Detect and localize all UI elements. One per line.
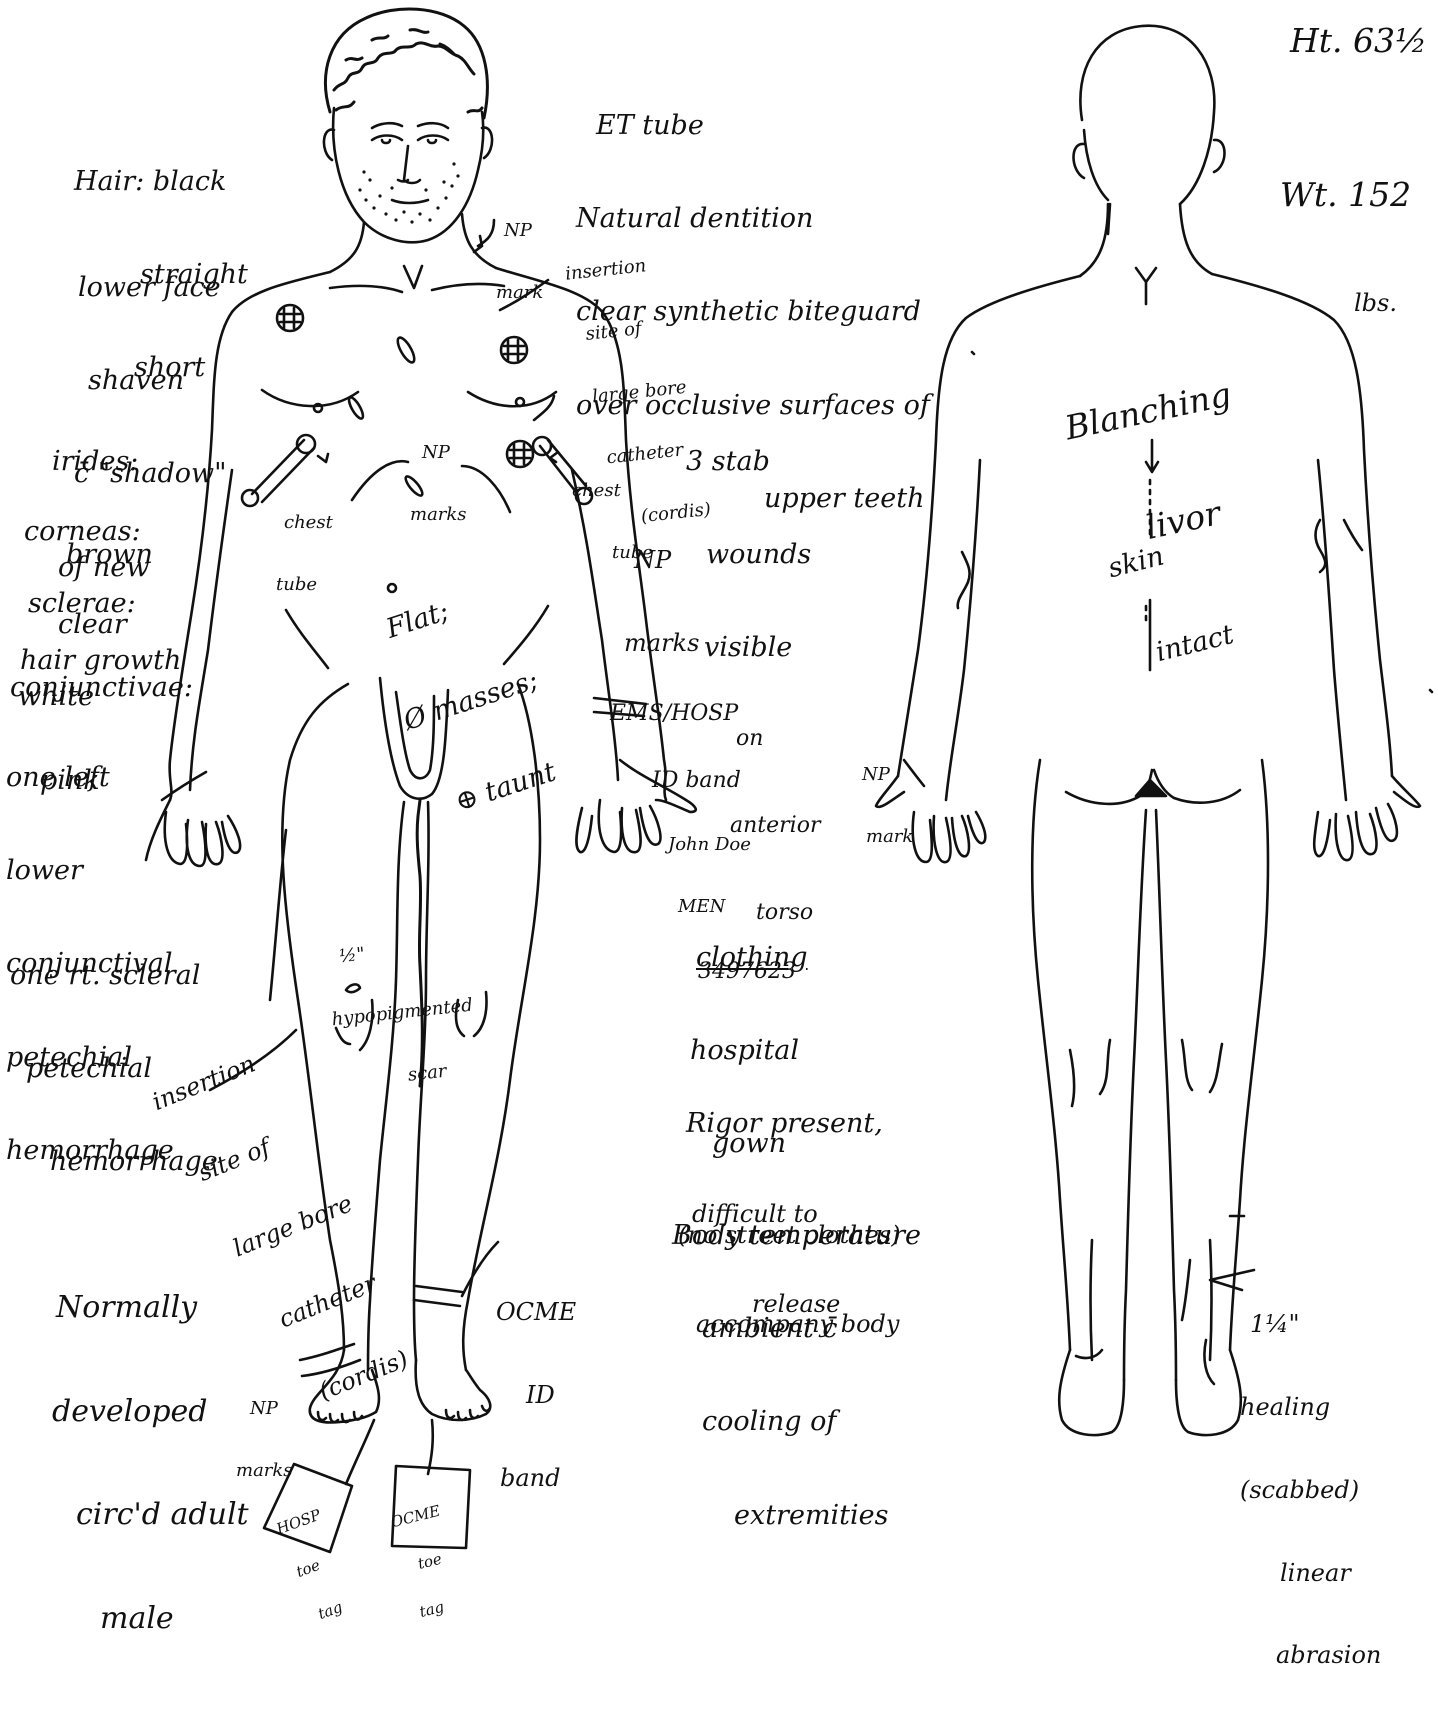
back-left-foot <box>1059 1350 1124 1435</box>
ocme-band-line-2: ID <box>526 1382 576 1410</box>
abrasion-line-3: (scabbed) <box>1240 1477 1381 1505</box>
front-face <box>333 108 483 242</box>
front-clavicles <box>330 266 504 292</box>
clothing-heading: clothing <box>696 942 901 973</box>
back-right-leg-inner <box>1156 810 1176 1380</box>
np-marks-foot-line-2: marks <box>236 1461 293 1482</box>
ocme-tag-line-3: tag <box>418 1595 465 1621</box>
autopsy-body-diagram: Ht. 63½ Wt. 152 lbs. ET tube Natural den… <box>0 0 1438 1564</box>
ocme-band-line-1: OCME <box>496 1299 576 1327</box>
chest-tube-left-label: chest tube <box>276 472 333 638</box>
back-neck <box>1080 204 1212 304</box>
temperature-note: Body temperature ambient c̄ cooling of e… <box>672 1158 921 1593</box>
abdomen-line-2: Ø masses; <box>400 665 542 738</box>
stab-line-3: visible <box>704 632 820 663</box>
ocme-tag-line-2: toe <box>416 1549 453 1573</box>
back-left-leg-inner <box>1124 810 1146 1380</box>
front-hair <box>326 9 488 118</box>
livor-line-1: Blanching <box>1062 375 1235 447</box>
normal-line-1: Normally <box>56 1291 249 1326</box>
weight-unit: lbs. <box>1354 290 1411 318</box>
abdomen-line-1: Flat; <box>383 576 513 645</box>
np-hand-line-2: mark <box>866 827 913 848</box>
normal-line-2: developed <box>52 1395 249 1430</box>
temperature-line-3: cooling of <box>702 1406 921 1437</box>
np-marks-foot-line-1: NP <box>250 1399 293 1420</box>
back-right-hand <box>1314 776 1420 860</box>
hosp-tag-line-2: toe <box>294 1551 339 1580</box>
upper-insertion-line-3: large bore <box>591 376 699 408</box>
front-right-nipple <box>516 398 524 406</box>
np-marks-chest-line-2: marks <box>410 505 467 526</box>
airway-line-1: ET tube <box>596 110 930 141</box>
neck-np-mark: NP mark <box>496 180 543 346</box>
stab-line-1: 3 stab <box>686 446 820 477</box>
height-label: Ht. 63½ <box>1290 22 1427 60</box>
ocme-band-pointer <box>462 1242 498 1296</box>
stubble <box>358 162 459 223</box>
ocme-band-line-3: band <box>500 1465 576 1493</box>
ocme-ankle-band <box>414 1286 462 1306</box>
front-left-nipple <box>314 404 322 412</box>
abrasion-bracket <box>1204 1340 1214 1384</box>
lower-insertion-line-1: insertion <box>149 1036 295 1116</box>
hosp-tag-line-1: HOSP <box>275 1507 323 1537</box>
left-petechial-line-1: one left <box>6 762 174 793</box>
skin-line-1: skin <box>1105 529 1214 585</box>
left-petechial-line-2: lower <box>6 855 174 886</box>
normal-male-note: Normally developed circ'd adult male <box>56 1222 249 1705</box>
upper-insertion-line-1: insertion <box>564 253 686 286</box>
back-head <box>1080 26 1214 204</box>
stab-line-2: wounds <box>706 539 820 570</box>
scar-line-2: hypopigmented <box>331 996 474 1031</box>
face-line-1: lower face <box>78 272 227 303</box>
front-nose <box>398 146 420 183</box>
abrasion-note: 1¼" healing (scabbed) linear abrasion <box>1240 1256 1381 1725</box>
ocme-id-band-note: OCME ID band <box>496 1244 576 1548</box>
np-hand-line-1: NP <box>862 765 913 786</box>
temperature-line-1: Body temperature <box>672 1220 921 1251</box>
neck-np-line-2: mark <box>496 283 543 304</box>
conjunctivae-line-1: conjunctivae: <box>10 672 193 703</box>
front-pecs <box>262 390 556 406</box>
abrasion-line-1: 1¼" <box>1250 1311 1381 1339</box>
back-left-leg <box>1032 760 1070 1350</box>
scar-note: ½" hypopigmented scar <box>320 893 485 1134</box>
abrasion-line-5: abrasion <box>1276 1642 1381 1670</box>
rigor-line-1: Rigor present, <box>686 1108 883 1139</box>
lower-insertion-line-5: (cordis) <box>315 1343 418 1406</box>
scar-line-3: scar <box>407 1058 480 1086</box>
weight-label: Wt. 152 lbs. <box>1280 100 1411 393</box>
back-calves <box>1091 1240 1212 1360</box>
id-band-line-3: John Doe <box>668 835 796 856</box>
lower-insertion-line-4: catheter <box>275 1267 387 1334</box>
ocme-tag-line-1: OCME <box>389 1503 441 1530</box>
hair-line-1: Hair: black <box>74 166 248 197</box>
hosp-tag-line-3: tag <box>316 1596 355 1623</box>
np-marks-chest-line-1: NP <box>422 443 467 464</box>
normal-line-3: circ'd adult <box>76 1498 249 1533</box>
lower-insertion-line-2: site of <box>195 1113 326 1187</box>
skin-line-2: intact <box>1153 619 1237 668</box>
abrasion-line-2: healing <box>1240 1394 1381 1422</box>
front-eyes <box>372 123 448 143</box>
temperature-line-2: ambient c̄ <box>702 1313 921 1344</box>
id-band-line-2: ID band <box>652 768 796 793</box>
chest-tube-left-line-2: tube <box>276 575 333 596</box>
chest-tube-left-line-1: chest <box>284 513 333 534</box>
right-petechial-line-1: one rt. scleral <box>10 960 218 991</box>
back-knees <box>1070 1040 1222 1106</box>
back-right-foot <box>1176 1350 1241 1435</box>
np-mark-hand: NP mark <box>862 724 913 890</box>
upper-insertion-line-2: site of <box>585 314 693 346</box>
id-band-line-1: EMS/HOSP <box>610 701 796 726</box>
weight-value: Wt. 152 <box>1280 176 1411 214</box>
neck-np-line-1: NP <box>504 221 543 242</box>
scar-line-1: ½" <box>338 934 467 968</box>
normal-line-4: male <box>100 1602 249 1637</box>
abdomen-line-3: ⊕ taunt <box>452 753 571 818</box>
temperature-line-4: extremities <box>734 1500 921 1531</box>
front-mouth <box>392 200 428 203</box>
